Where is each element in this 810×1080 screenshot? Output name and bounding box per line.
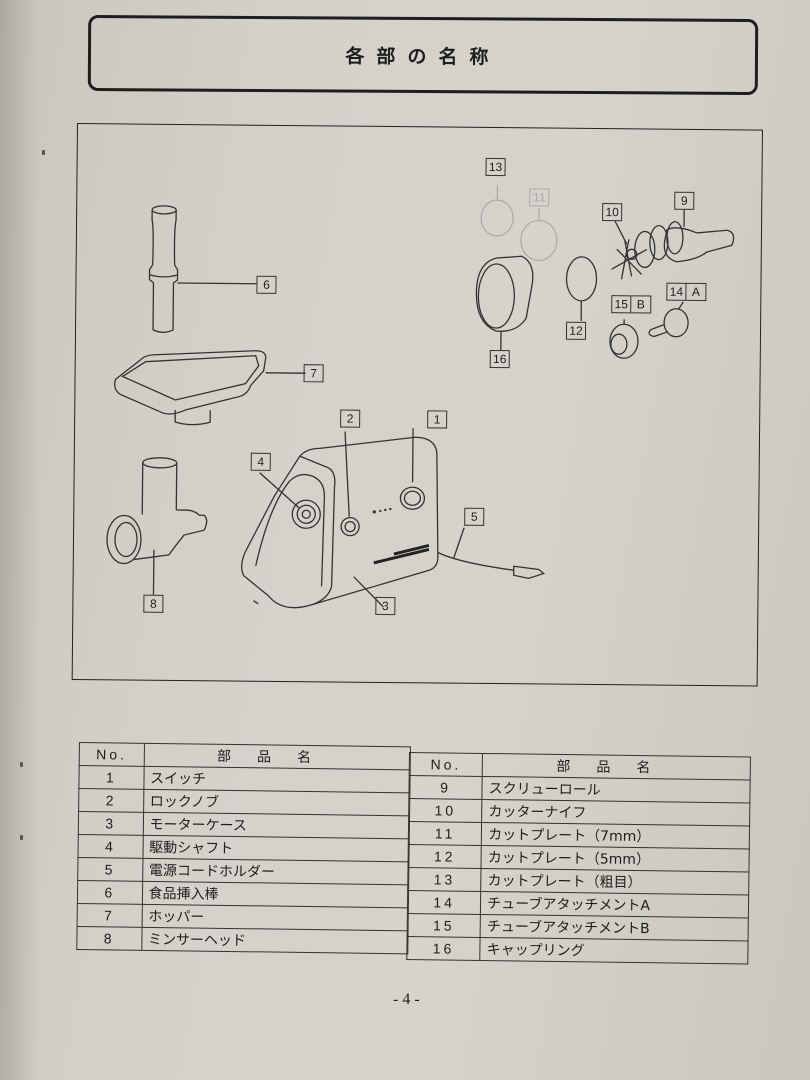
part-no: 5	[77, 857, 143, 882]
mincer-head-illustration	[106, 457, 208, 595]
cut-plate-5mm-illustration	[565, 256, 598, 321]
callout-6: 6	[256, 275, 277, 294]
section-title-box: 各部の名称	[87, 14, 759, 96]
parts-illustration	[106, 185, 735, 609]
section-title: 各部の名称	[345, 45, 501, 68]
callout-10: 10	[602, 203, 623, 222]
part-name: チューブアタッチメントB	[480, 914, 749, 941]
part-no: 2	[78, 788, 144, 813]
part-no: 16	[406, 936, 481, 961]
part-name: キャップリング	[479, 937, 749, 964]
callout-13: 13	[485, 157, 506, 177]
tube-attachment-a-illustration	[648, 301, 689, 338]
callout-3: 3	[375, 596, 396, 616]
part-name: 食品挿入棒	[141, 881, 409, 908]
part-no: 1	[78, 765, 144, 790]
callout-4: 4	[250, 452, 271, 471]
part-name: 駆動シャフト	[142, 835, 410, 862]
page-binding-shadow	[0, 0, 40, 1080]
part-no: 13	[407, 867, 482, 892]
page-number: - 4 -	[393, 991, 420, 1008]
cutter-knife-illustration	[611, 220, 648, 280]
part-no: 9	[408, 775, 483, 800]
part-name: ミンサーヘッド	[141, 927, 409, 954]
column-header-no: No.	[409, 752, 483, 777]
part-name: 電源コードホルダー	[142, 858, 409, 885]
part-name: モーターケース	[142, 812, 410, 839]
hopper-illustration	[114, 350, 306, 426]
part-no: 10	[408, 798, 483, 823]
binding-mark	[42, 150, 45, 155]
callout-1: 1	[427, 410, 448, 429]
binding-mark	[20, 762, 23, 767]
part-no: 12	[407, 844, 482, 869]
part-no: 4	[77, 834, 143, 859]
binding-mark	[20, 835, 23, 840]
part-no: 11	[408, 821, 482, 846]
callout-16: 16	[489, 349, 510, 369]
part-no: 8	[76, 926, 142, 951]
part-no: 3	[78, 811, 144, 836]
part-name: カッターナイフ	[481, 799, 750, 826]
callout-9: 9	[674, 191, 695, 210]
food-pusher-illustration	[148, 205, 257, 333]
callout-12: 12	[565, 321, 587, 340]
tube-attachment-b-illustration	[609, 319, 639, 359]
column-header-no: No.	[79, 742, 145, 767]
callout-7: 7	[303, 364, 324, 383]
column-header-name: 部品名	[482, 753, 751, 780]
column-header-name: 部品名	[143, 743, 411, 770]
part-name: スクリューロール	[482, 776, 751, 803]
part-name: ホッパー	[141, 904, 409, 931]
parts-diagram: 13 11 10 9 14 A 15 B 12 16 6 7 2 1 4 5 8…	[71, 123, 763, 687]
part-no: 7	[77, 903, 142, 928]
part-no: 14	[407, 890, 481, 915]
callout-2: 2	[340, 409, 361, 428]
part-no: 6	[77, 880, 143, 905]
callout-11: 11	[529, 188, 550, 207]
part-name: チューブアタッチメントA	[480, 891, 749, 918]
callout-8: 8	[143, 594, 164, 613]
part-name: カットプレート（粗目）	[480, 868, 749, 895]
part-name: スイッチ	[143, 766, 411, 793]
part-no: 15	[407, 913, 481, 938]
screw-roll-illustration	[626, 209, 735, 269]
cut-plate-coarse-illustration	[480, 199, 514, 237]
part-name: ロックノブ	[143, 789, 410, 816]
callout-5: 5	[464, 507, 485, 526]
cut-plate-7mm-illustration	[520, 219, 558, 262]
callout-15b: 15 B	[611, 295, 652, 314]
cap-ring-illustration	[475, 255, 534, 351]
callout-14a: 14 A	[666, 282, 707, 302]
motor-unit-illustration	[241, 428, 546, 609]
